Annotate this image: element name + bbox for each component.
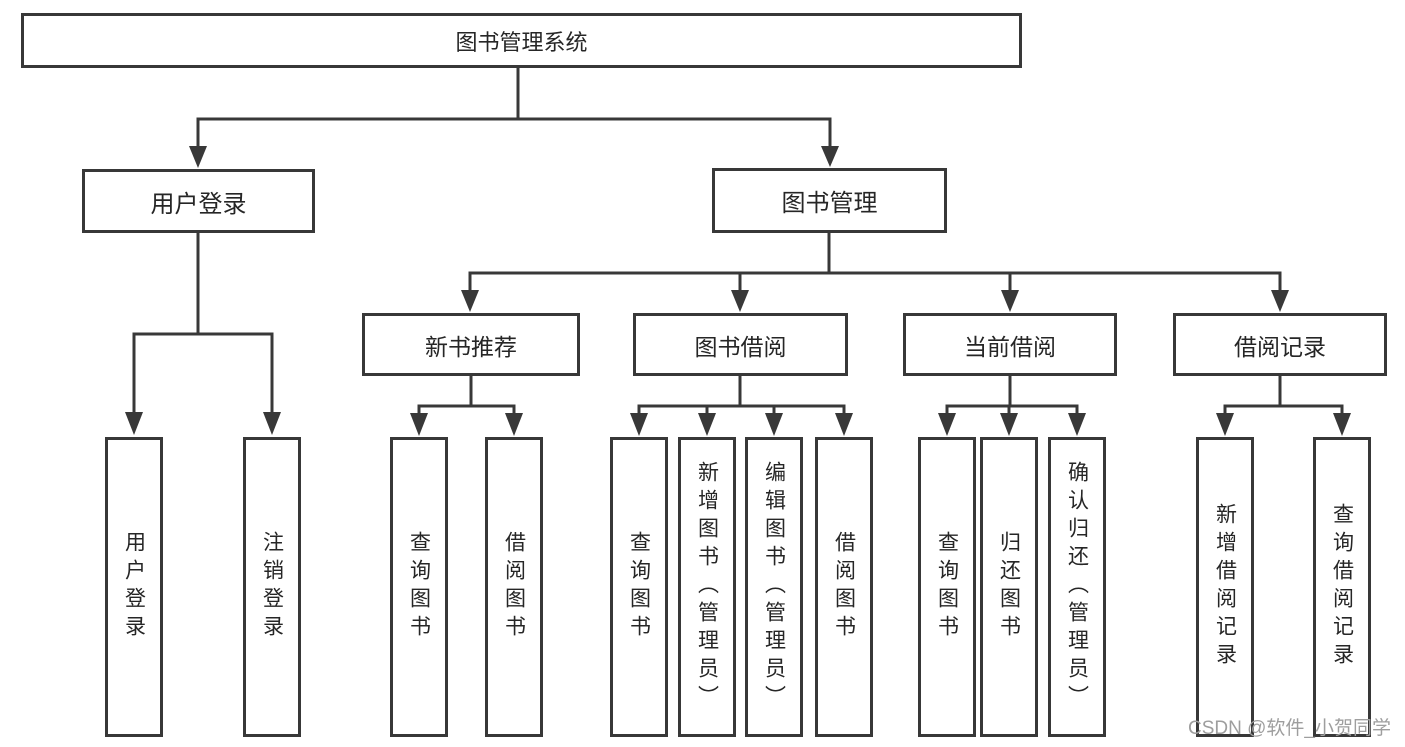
leaf-query-books-borrowing: 查询图书	[610, 437, 668, 737]
node-label: 归还图书	[997, 531, 1021, 643]
node-book-management: 图书管理	[712, 168, 947, 233]
node-current-borrowing: 当前借阅	[903, 313, 1117, 376]
node-label: 注销登录	[260, 531, 284, 643]
leaf-confirm-return-admin: 确认归还（管理员）	[1048, 437, 1106, 737]
node-label: 图书借阅	[694, 333, 787, 360]
node-user-login: 用户登录	[82, 169, 315, 233]
node-label: 借阅图书	[502, 531, 526, 643]
node-label: 新书推荐	[425, 333, 517, 360]
leaf-query-borrow-record: 查询借阅记录	[1313, 437, 1371, 737]
leaf-borrow-books-recommend: 借阅图书	[485, 437, 543, 737]
node-label: 新增图书（管理员）	[695, 461, 719, 713]
node-label: 查询图书	[935, 531, 959, 643]
leaf-return-books: 归还图书	[980, 437, 1038, 737]
node-label: 查询图书	[627, 531, 651, 643]
node-label: 确认归还（管理员）	[1065, 461, 1089, 713]
leaf-query-books-recommend: 查询图书	[390, 437, 448, 737]
node-book-borrowing: 图书借阅	[633, 313, 848, 376]
node-label: 图书管理系统	[455, 29, 588, 55]
leaf-add-borrow-record: 新增借阅记录	[1196, 437, 1254, 737]
node-new-book-recommend: 新书推荐	[362, 313, 580, 376]
node-label: 用户登录	[122, 531, 146, 643]
leaf-add-books-admin: 新增图书（管理员）	[678, 437, 736, 737]
node-label: 当前借阅	[964, 333, 1056, 360]
node-label: 借阅图书	[832, 531, 856, 643]
node-label: 图书管理	[781, 190, 878, 217]
node-label: 借阅记录	[1234, 333, 1326, 360]
leaf-user-login: 用户登录	[105, 437, 163, 737]
node-label: 查询借阅记录	[1330, 503, 1354, 671]
node-library-management-system: 图书管理系统	[21, 13, 1022, 68]
node-label: 用户登录	[150, 190, 247, 218]
leaf-logout: 注销登录	[243, 437, 301, 737]
node-borrowing-records: 借阅记录	[1173, 313, 1387, 376]
node-label: 编辑图书（管理员）	[762, 461, 786, 713]
leaf-query-books-current: 查询图书	[918, 437, 976, 737]
leaf-edit-books-admin: 编辑图书（管理员）	[745, 437, 803, 737]
csdn-watermark: CSDN @软件_小贺同学	[1188, 718, 1391, 739]
node-label: 查询图书	[407, 531, 431, 643]
node-label: 新增借阅记录	[1213, 503, 1237, 671]
leaf-borrow-books: 借阅图书	[815, 437, 873, 737]
